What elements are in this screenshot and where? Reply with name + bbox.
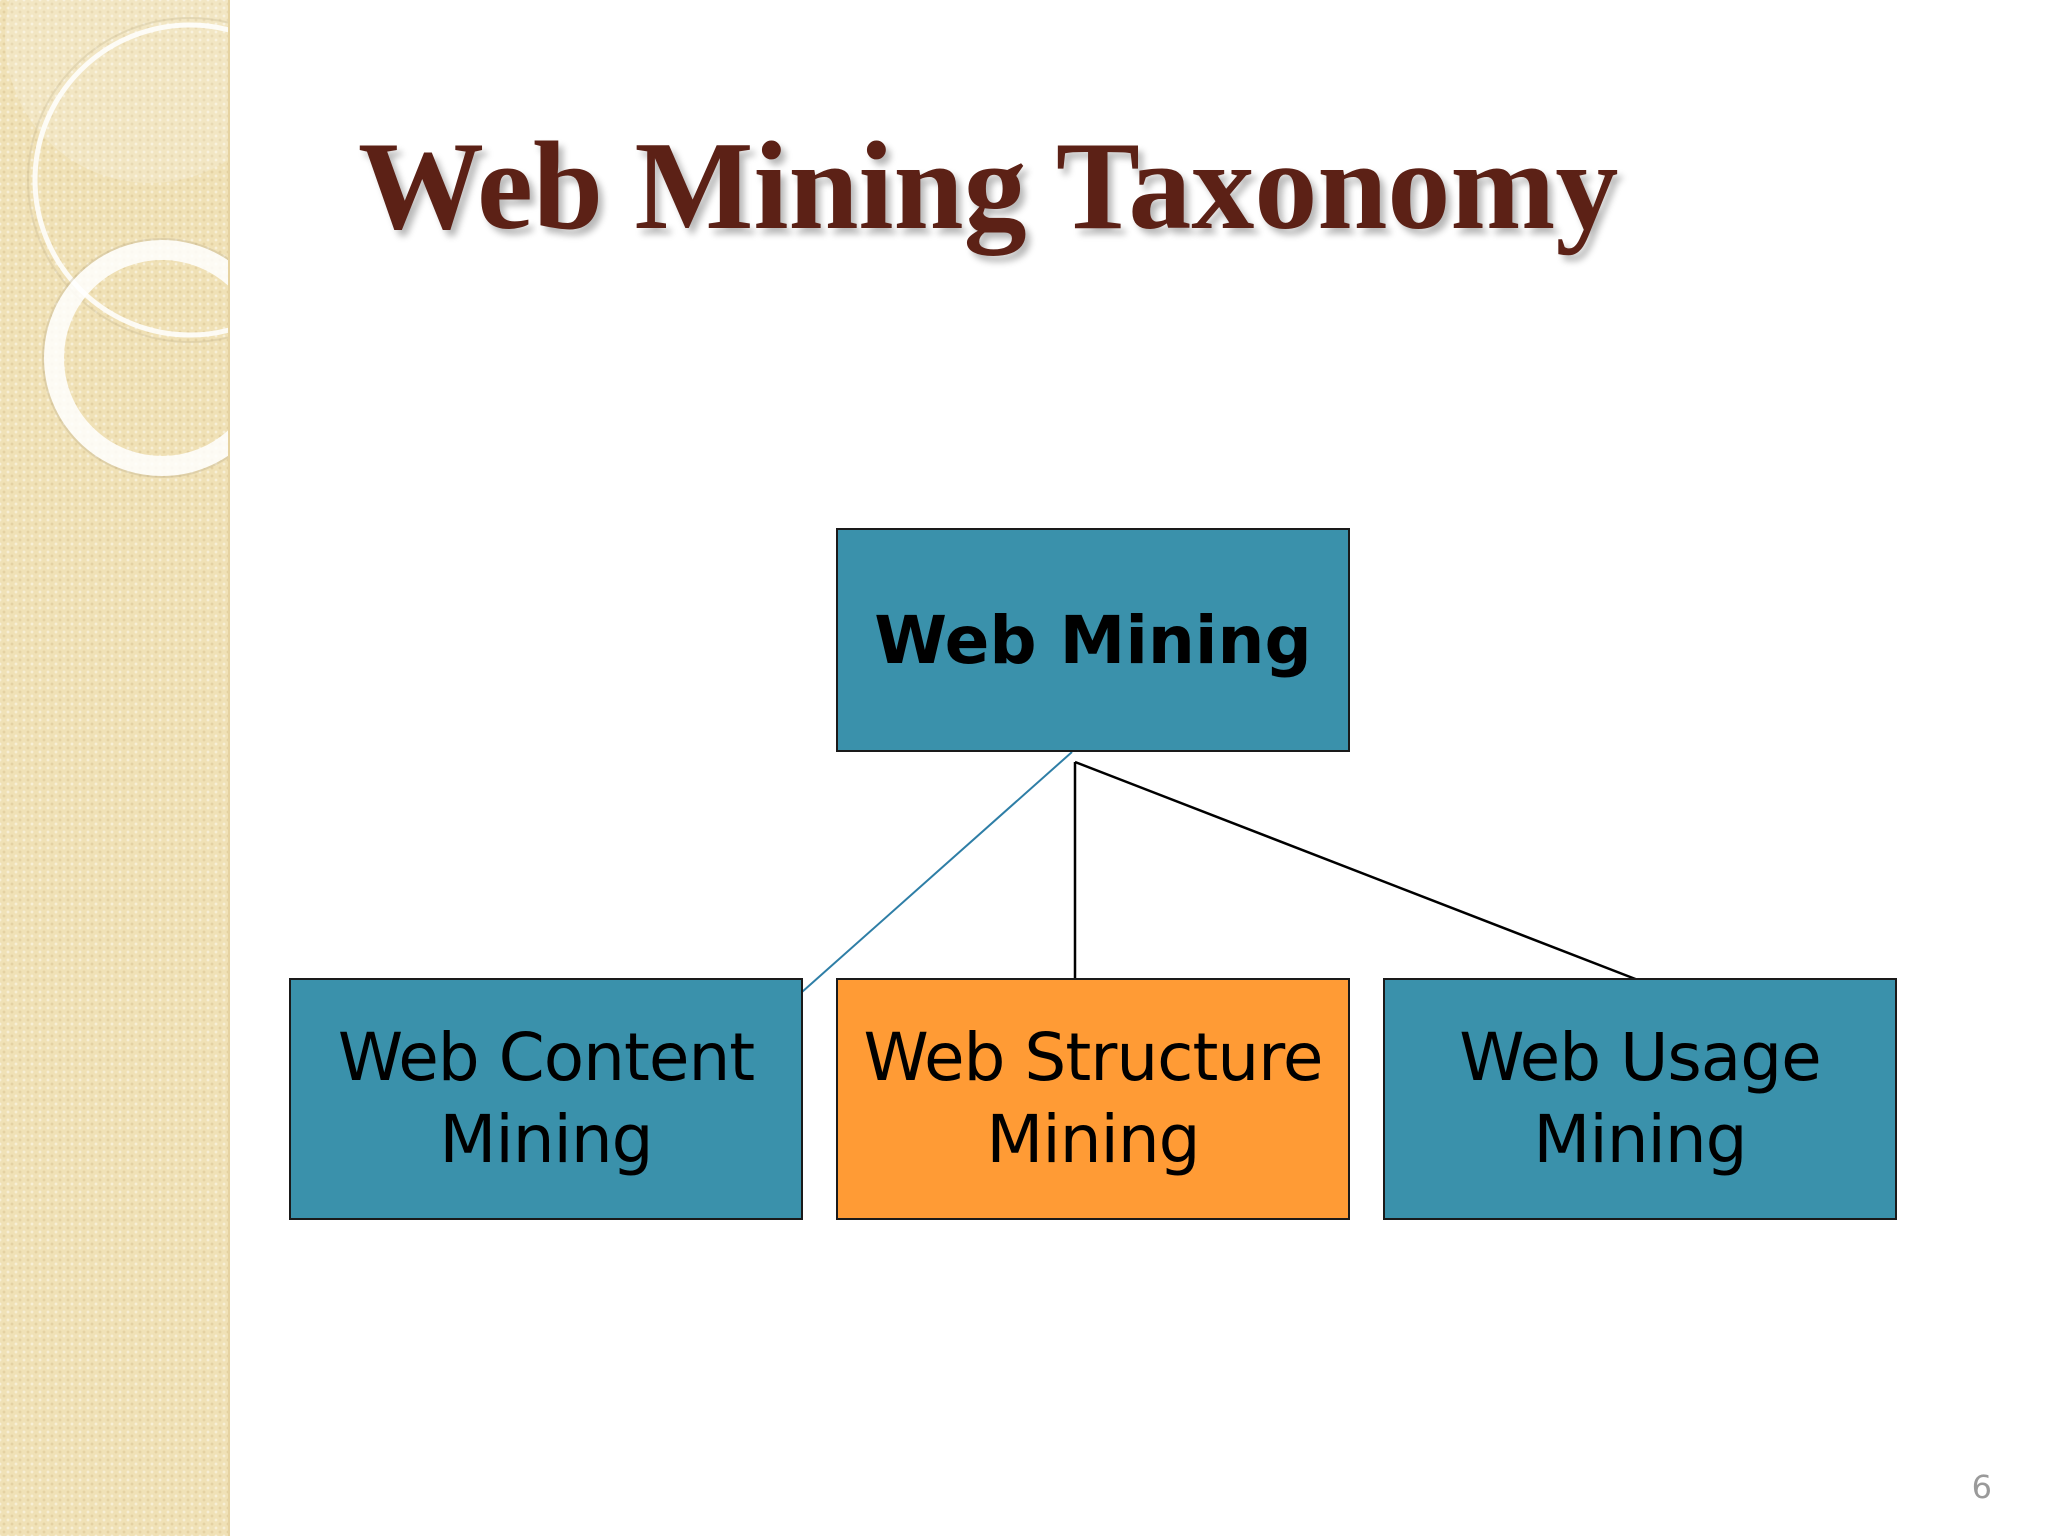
web-usage-mining-label: Web Usage Mining: [1459, 1019, 1822, 1178]
web-mining-label: Web Mining: [874, 601, 1312, 679]
web-content-mining-label: Web Content Mining: [337, 1019, 755, 1178]
connector-to-web-content-mining: [801, 751, 1073, 993]
decorative-rings: [5, 0, 228, 478]
web-structure-mining-label: Web Structure Mining: [863, 1019, 1324, 1178]
connector-to-web-usage-mining: [1074, 760, 1639, 982]
web-content-mining-box: Web Content Mining: [289, 978, 803, 1220]
web-structure-mining-box: Web Structure Mining: [836, 978, 1350, 1220]
web-usage-mining-box: Web Usage Mining: [1383, 978, 1897, 1220]
slide-title: Web Mining Taxonomy: [358, 117, 1619, 256]
page-number: 6: [1971, 1468, 1992, 1506]
web-mining-box: Web Mining: [836, 528, 1350, 752]
